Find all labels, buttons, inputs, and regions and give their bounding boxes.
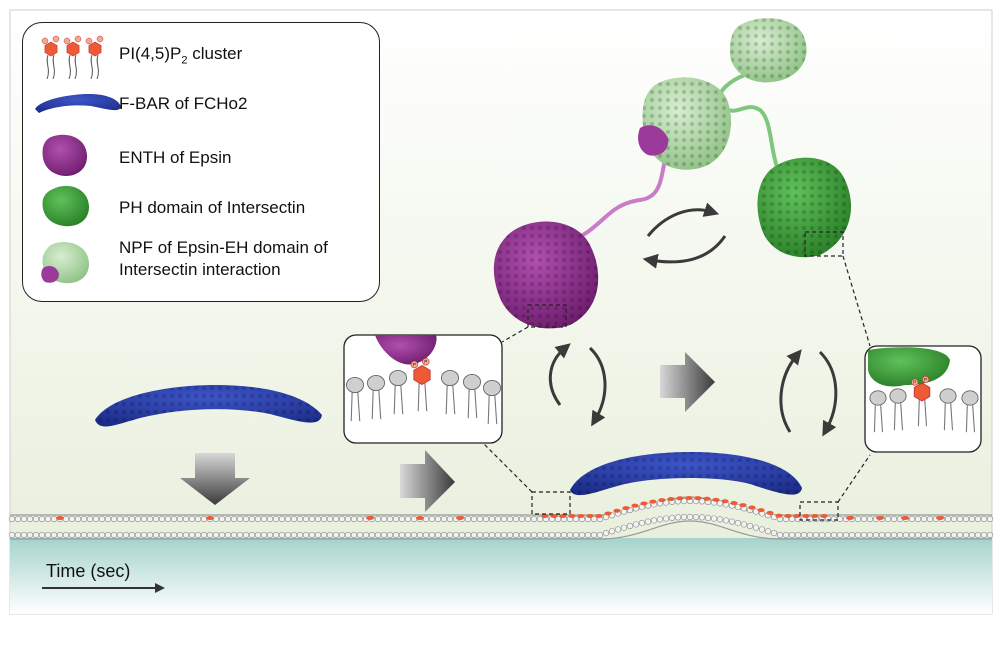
svg-text:P: P <box>413 362 416 368</box>
zoom-indicator-ph <box>799 231 871 521</box>
legend-label-npf-line2: Intersectin interaction <box>119 260 281 279</box>
npf-eh-complex-icon <box>41 242 89 284</box>
fbar-protein-bound <box>570 452 802 496</box>
legend-box: PI(4,5)P2 cluster F-BAR of FCHo2 ENTH of… <box>22 22 380 302</box>
svg-text:P: P <box>924 377 927 382</box>
cycle-arrows-top <box>642 202 727 269</box>
fbar-protein-free <box>95 385 322 427</box>
npf-eh-complex-upper <box>730 18 807 83</box>
arrow-right-2 <box>660 352 715 412</box>
legend-label-npf-line1: NPF of Epsin-EH domain of <box>119 238 328 257</box>
time-axis-label: Time (sec) <box>46 561 131 581</box>
enth-protein-icon <box>42 134 88 177</box>
inset-enth-binding: PP <box>343 334 503 444</box>
svg-text:P: P <box>424 359 427 365</box>
pip2-dots <box>56 496 944 520</box>
arrow-right-1 <box>400 450 455 512</box>
time-axis-arrow <box>42 583 165 593</box>
npf-eh-complex-middle <box>638 77 731 170</box>
legend-label-fbar: F-BAR of FCHo2 <box>119 94 248 113</box>
svg-text:P: P <box>913 379 916 384</box>
legend-label-enth: ENTH of Epsin <box>119 148 232 167</box>
enth-linker <box>567 149 670 244</box>
fbar-protein-icon <box>35 94 121 113</box>
cytosol-region <box>10 538 992 614</box>
legend-label-npf: NPF of Epsin-EH domain of Intersectin in… <box>119 237 328 281</box>
legend-item-ph: PH domain of Intersectin <box>23 179 379 229</box>
ph-linker <box>717 73 780 171</box>
cycle-arrows-left <box>548 343 607 427</box>
zoom-indicator-enth <box>479 304 571 515</box>
pip2-cluster-icon <box>41 35 104 79</box>
legend-label-pip2: PI(4,5)P2 cluster <box>119 44 243 67</box>
legend-item-pip2: PI(4,5)P2 cluster <box>23 29 379 79</box>
legend-label-ph: PH domain of Intersectin <box>119 198 306 217</box>
legend-item-enth: ENTH of Epsin <box>23 129 379 179</box>
legend-item-npf: NPF of Epsin-EH domain of Intersectin in… <box>23 233 379 299</box>
legend-item-fbar: F-BAR of FCHo2 <box>23 79 379 129</box>
inset-ph-binding: PP <box>864 345 982 453</box>
ph-domain-protein <box>757 157 852 258</box>
ph-domain-icon <box>42 185 89 227</box>
arrow-down-recruitment <box>180 453 250 505</box>
enth-protein <box>493 221 599 329</box>
cycle-arrows-right <box>779 349 838 437</box>
